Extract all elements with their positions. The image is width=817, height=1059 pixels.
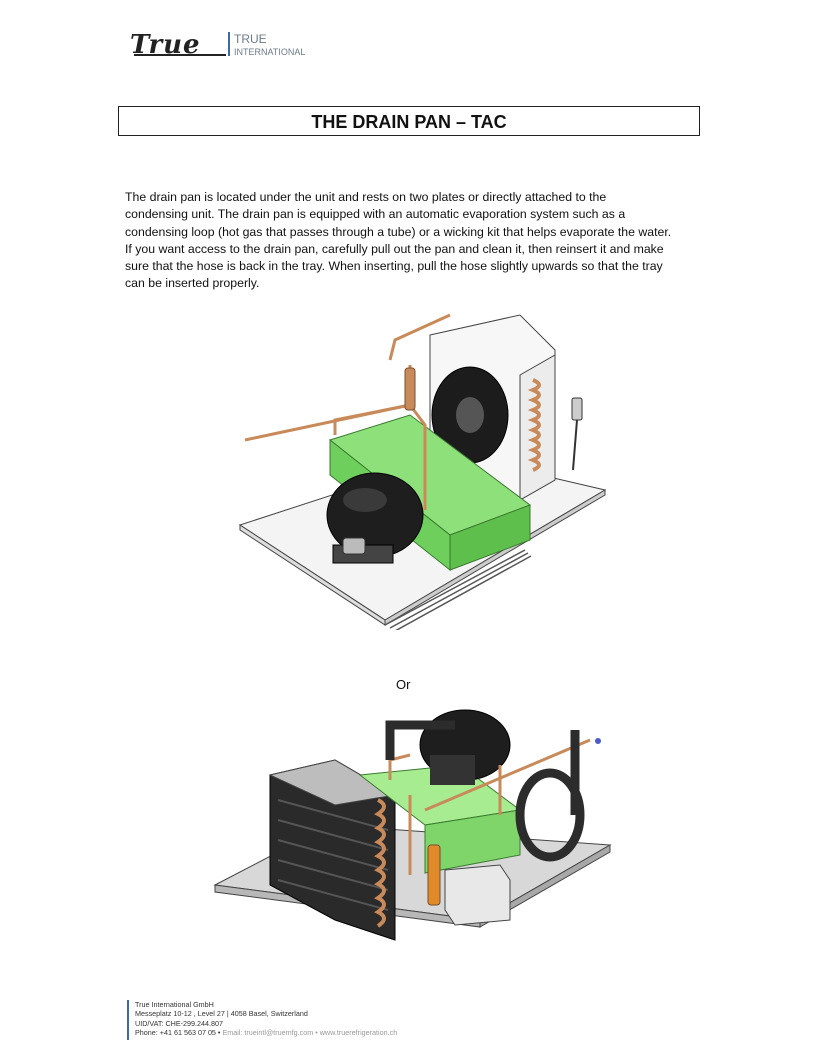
footer-contact-line: Phone: +41 61 563 07 05 • Email: trueint… <box>135 1028 397 1037</box>
page-title: THE DRAIN PAN – TAC <box>311 112 507 132</box>
footer-email-web: Email: trueintl@truemfg.com • www.truere… <box>220 1027 398 1037</box>
logo-underline <box>134 54 226 56</box>
footer-vat: UID/VAT: CHE-299.244.807 <box>135 1018 224 1028</box>
body-line: The drain pan is located under the unit … <box>125 190 607 204</box>
footer-phone: Phone: +41 61 563 07 05 • <box>135 1027 221 1037</box>
logo-text-true: TRUE <box>234 32 267 46</box>
logo-divider <box>228 32 230 56</box>
footer-address: Messeplatz 10-12 , Level 27 | 4058 Basel… <box>135 1009 308 1019</box>
condensing-unit-illustration-2 <box>213 709 612 941</box>
footer-company: True International GmbH <box>135 1000 214 1009</box>
logo-text-international: INTERNATIONAL <box>234 47 306 57</box>
condensing-unit-illustration-1 <box>238 313 607 630</box>
title-box: THE DRAIN PAN – TAC <box>118 106 700 136</box>
logo-wordmark: True <box>130 30 201 60</box>
body-line: condensing unit. The drain pan is equipp… <box>125 207 626 222</box>
footer-divider <box>127 1000 129 1040</box>
body-line: sure that the hose is back in the tray. … <box>125 259 663 274</box>
footer-contact-block: True International GmbH Messeplatz 10-12… <box>135 1000 397 1037</box>
body-line: condensing loop (hot gas that passes thr… <box>125 224 672 239</box>
or-separator: Or <box>396 677 411 692</box>
body-line: If you want access to the drain pan, car… <box>125 241 664 256</box>
brand-logo: True TRUE INTERNATIONAL <box>130 30 330 62</box>
body-paragraph: The drain pan is located under the unit … <box>125 189 700 293</box>
body-line: can be inserted properly. <box>125 276 260 291</box>
